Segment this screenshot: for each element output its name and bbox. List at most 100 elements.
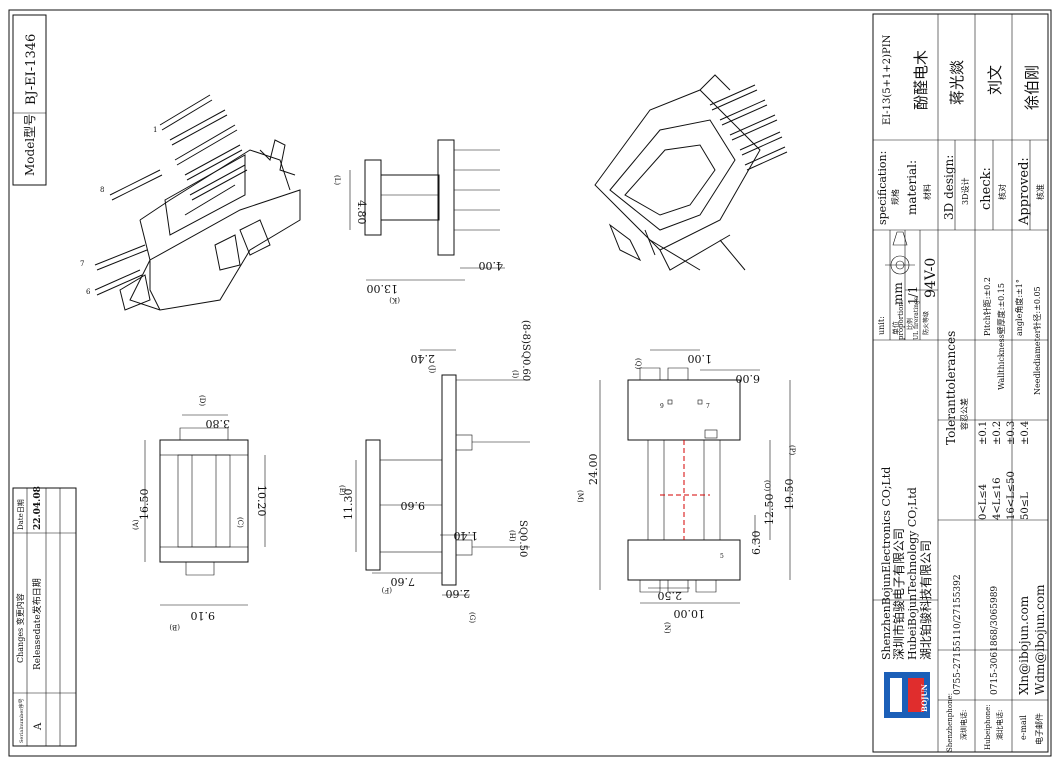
dim-6-00: 6.00: [736, 372, 761, 385]
dim-1-00: 1.00: [688, 352, 713, 365]
hb-phone: 0715-3061868/3065989: [990, 586, 1000, 695]
model-box: Model型号 BJ-EI-1346: [12, 14, 47, 186]
callout-J: (J): [428, 365, 436, 374]
spec-label: specification:: [876, 151, 889, 225]
ul-cn: 防火等级: [922, 311, 930, 335]
changes-header-date: Date日期: [17, 499, 25, 530]
callout-Q: (Q): [634, 358, 642, 369]
sz-phone: 0755-27155110/27155392: [953, 574, 963, 695]
check-value: 刘文: [986, 65, 1004, 95]
logo-text: BOJUN: [920, 683, 929, 712]
tolerance-angle: angle角度:±1°: [1014, 279, 1024, 336]
tolerance-title: Toleranttolerances: [944, 331, 958, 445]
model-number: BJ-EI-1346: [24, 34, 39, 105]
tolerance-title-cn: 容忍公差: [959, 398, 969, 430]
approved-value: 徐伯刚: [1023, 65, 1041, 110]
dim-24-00: 24.00: [587, 454, 600, 486]
unit-cn: 单位: [891, 321, 900, 335]
company-sz-cn: 深圳市铂骏电子有限公司: [891, 528, 906, 660]
email-1: Xln@ibojun.com: [1017, 595, 1031, 695]
tolerance-wall: Wallthickness壁厚度:±0.15: [996, 283, 1006, 390]
design-cn: 3D设计: [960, 177, 970, 205]
dim-12-50: 12.50: [763, 494, 776, 526]
callout-I: (I): [511, 370, 519, 378]
dim-9-60: 9.60: [401, 499, 426, 512]
check-cn: 核对: [997, 184, 1007, 200]
changes-row-change: Releasedate发布日期: [31, 578, 43, 670]
side-view-top: 4.80 (L) 13.00 (K) 4.00: [333, 139, 505, 304]
dim-2-40: 2.40: [411, 352, 436, 365]
title-block: specification: 规格 EI-13(5+1+2)PIN materi…: [872, 13, 1049, 753]
tolerance-range-0: 0<L≤4: [978, 484, 989, 520]
tolerance-range-3: 50≤L: [1020, 492, 1031, 520]
callout-G: (G): [468, 612, 476, 623]
dim-6-30: 6.30: [750, 531, 763, 556]
email-2: Wdm@ibojun.com: [1033, 584, 1047, 695]
pin-label-6: 6: [86, 288, 91, 296]
callout-H: (H): [508, 530, 516, 542]
changes-row-serial: A: [33, 722, 44, 731]
callout-K: (K): [389, 296, 400, 304]
callout-A: (A): [132, 519, 140, 530]
tolerance-pitch: Pitch针距:±0.2: [982, 277, 992, 336]
dim-2-60: 2.60: [446, 587, 471, 600]
check-label: check:: [979, 167, 994, 210]
company-sz-en: ShenzhenBojunElectronics CO;Ltd: [880, 467, 893, 660]
pin-label-5: 5: [720, 553, 724, 560]
changes-header-serial: Serialnumber序号: [18, 698, 25, 743]
dim-4-00: 4.00: [479, 259, 504, 272]
material-label: material:: [905, 160, 919, 215]
dim-13-00: 13.00: [367, 282, 399, 295]
ul-value: 94V-0: [923, 258, 939, 298]
dim-4-80: 4.80: [355, 200, 368, 225]
dim-16-50: 16.50: [138, 489, 151, 521]
changes-header-changes: Changes 变更内容: [15, 593, 25, 663]
dim-19-50: 19.50: [783, 479, 796, 511]
hb-phone-label: Hubeiphone:: [984, 704, 992, 750]
pin-label-1: 1: [153, 126, 157, 134]
company-logo-icon: BOJUN: [884, 672, 930, 718]
approved-label: Approved:: [1017, 157, 1032, 226]
pin-label-7-bottom: 7: [706, 403, 710, 410]
callout-E: (E): [338, 485, 346, 496]
side-view-middle: 2.40 (J) (8-8)SQ0.60 (I) 11.30 (E) 9.60 …: [338, 320, 531, 623]
unit-label: unit:: [877, 316, 886, 335]
dim-1-40: 1.40: [454, 529, 479, 542]
ul-label: UL fireratings: [913, 297, 920, 340]
isometric-view-right: [594, 74, 788, 271]
pin-label-8: 8: [100, 186, 104, 194]
changes-row-date: 22.04.08: [33, 486, 43, 530]
changes-table: Serialnumber序号 Changes 变更内容 Date日期 A Rel…: [12, 486, 77, 747]
dim-2-50: 2.50: [658, 589, 683, 602]
callout-P: (P): [788, 445, 796, 455]
bottom-view-right: 9 7 5 24.00 (M) 1.00 (Q) 6.00 19.50 (P) …: [576, 349, 796, 634]
pin-label-9: 9: [660, 403, 664, 410]
unit-value: mm: [891, 282, 905, 305]
callout-O: (O): [763, 480, 771, 491]
dim-11-30: 11.30: [342, 489, 355, 521]
callout-L: (L): [333, 175, 341, 185]
proportion-label: proportion:: [897, 300, 905, 340]
design-value: 蒋光燚: [948, 60, 966, 105]
tolerance-range-1: 4<L≤16: [992, 478, 1003, 521]
pin-label-7: 7: [80, 260, 84, 268]
dim-7-60: 7.60: [391, 575, 416, 588]
dim-sq060: (8-8)SQ0.60: [520, 320, 531, 381]
dim-10-20: 10.20: [255, 485, 268, 517]
material-value: 酚醛电木: [912, 50, 930, 110]
email-cn: 电子邮件: [1034, 713, 1044, 745]
front-view-left: 3.80 (D) 16.50 (A) 10.20 (C) 9.10 (B): [132, 395, 268, 631]
design-label: 3D design:: [942, 155, 956, 220]
dim-3-80: 3.80: [206, 417, 231, 430]
tolerance-tol-3: ±0.4: [1020, 421, 1031, 445]
tolerance-rows: 0<L≤4 ±0.1 4<L≤16 ±0.2 16<L≤50 ±0.3 50≤L…: [978, 421, 1031, 520]
material-cn: 材料: [922, 184, 932, 200]
sz-phone-cn: 深圳电话:: [959, 710, 968, 740]
dim-9-10: 9.10: [191, 609, 216, 622]
tolerance-needle: Needlediameter针径:±0.05: [1032, 286, 1042, 395]
company-hb-en: HubeiBojunTechnology CO;Ltd: [906, 487, 919, 660]
approved-cn: 核准: [1035, 184, 1045, 200]
isometric-view-left: 1 8 7 6: [80, 94, 301, 311]
